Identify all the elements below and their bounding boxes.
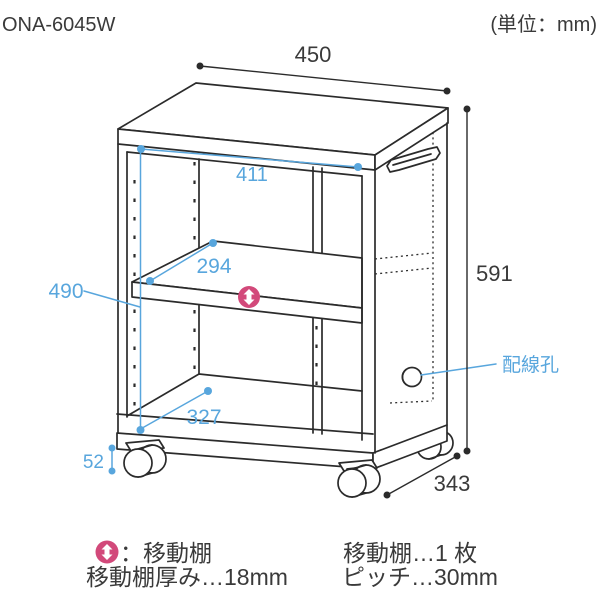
dim-label-450: 450	[295, 42, 332, 67]
hidden-shelf-edge	[374, 252, 433, 275]
legend-marker-label: ：移動棚	[120, 540, 212, 566]
legend-pitch: ピッチ…30mm	[342, 564, 498, 590]
dim-inner-height-490: 490	[48, 148, 145, 434]
dim-label-52: 52	[83, 452, 104, 473]
caster-front-left	[123, 439, 167, 478]
dim-body-height-591: 591	[463, 105, 513, 455]
dim-top-width-450: 450	[196, 42, 451, 95]
wiring-hole	[401, 366, 423, 388]
dim-label-343: 343	[434, 471, 471, 496]
legend-shelf-count: 移動棚…1 枚	[343, 540, 477, 566]
base-plinth	[116, 424, 448, 470]
cabinet-body	[116, 82, 449, 454]
unit-note: (単位：mm)	[490, 13, 597, 36]
hidden-bottom-edge	[389, 400, 433, 404]
model-number: ONA-6045W	[2, 14, 115, 36]
caster-front-right	[337, 459, 381, 498]
movable-shelf	[131, 240, 363, 324]
dim-label-294: 294	[196, 255, 231, 278]
legend: ：移動棚 移動棚厚み…18mm 移動棚…1 枚 ピッチ…30mm	[86, 540, 498, 590]
dim-label-327: 327	[186, 406, 221, 429]
top-panel	[117, 82, 449, 171]
handle	[386, 146, 441, 173]
inner-top-edge	[126, 151, 363, 177]
wiring-hole-label: 配線孔	[502, 354, 559, 376]
wiring-hole-callout: 配線孔	[420, 354, 559, 376]
legend-shelf-thickness: 移動棚厚み…18mm	[86, 564, 288, 590]
bottom-board	[116, 373, 374, 435]
dim-floor-depth-327: 327	[139, 387, 222, 430]
dim-label-411: 411	[236, 164, 268, 186]
dim-outer-depth-343: 343	[383, 452, 471, 499]
dim-caster-height-52: 52	[83, 444, 116, 475]
dim-label-490: 490	[48, 280, 83, 303]
dim-label-591: 591	[476, 261, 513, 286]
movable-shelf-legend-icon	[95, 540, 119, 564]
movable-shelf-marker-icon	[238, 286, 260, 308]
dim-shelf-depth-294: 294	[146, 239, 232, 285]
